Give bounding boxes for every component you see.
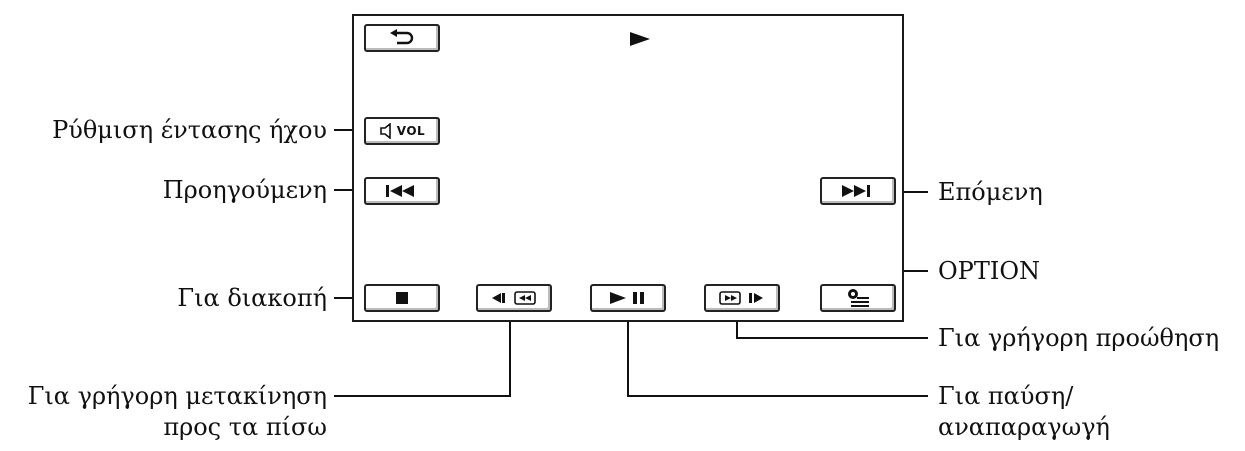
play-status-indicator (628, 31, 652, 52)
label-stop: Για διακοπή (177, 284, 327, 312)
label-next: Επόμενη (938, 178, 1043, 206)
next-button[interactable] (820, 177, 896, 205)
return-arrow-icon (390, 29, 414, 45)
label-pause-line1: Για παύση/ (938, 382, 1074, 410)
label-fast-forward: Για γρήγορη προώθηση (938, 324, 1220, 352)
play-icon (630, 32, 650, 46)
rewind-button[interactable] (476, 284, 552, 312)
label-pause-line2: αναπαραγωγή (938, 413, 1110, 441)
leader-line-play-pause (627, 300, 928, 397)
fast-forward-button[interactable] (704, 284, 780, 312)
play-pause-icon (610, 292, 644, 304)
label-rewind-line2: προς τα πίσω (163, 413, 327, 441)
speaker-icon (379, 123, 391, 139)
volume-button-text: VOL (396, 124, 426, 138)
play-pause-button[interactable] (590, 284, 666, 312)
label-previous: Προηγούμενη (162, 176, 327, 204)
option-menu-icon (848, 289, 869, 307)
skip-previous-icon (386, 185, 414, 197)
label-option: OPTION (938, 257, 1040, 285)
label-volume: Ρύθμιση έντασης ήχου (52, 116, 327, 144)
previous-button[interactable] (364, 177, 440, 205)
label-rewind-line1: Για γρήγορη μετακίνηση (27, 382, 327, 410)
back-button[interactable] (364, 24, 440, 52)
stop-button[interactable] (364, 284, 440, 312)
rewind-icon (492, 291, 536, 305)
lcd-screen (352, 14, 904, 322)
volume-button[interactable]: VOL (364, 117, 440, 145)
skip-next-icon (842, 185, 870, 197)
option-button[interactable] (820, 284, 896, 312)
fast-forward-icon (719, 291, 763, 305)
stop-icon (396, 292, 408, 304)
leader-line-rewind (334, 300, 511, 397)
